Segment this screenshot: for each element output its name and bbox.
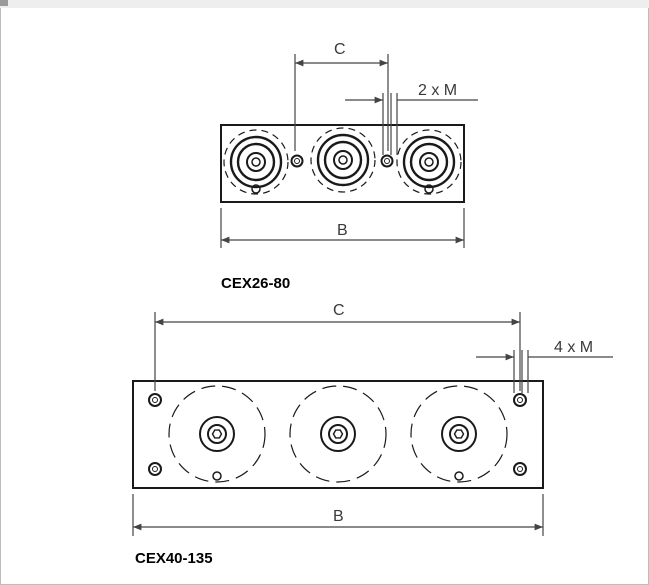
dimension-c bbox=[154, 312, 521, 391]
dimension-c bbox=[294, 54, 389, 151]
dimension-m bbox=[345, 93, 478, 155]
model-caption: CEX26-80 bbox=[221, 275, 290, 292]
dimension-b bbox=[220, 208, 465, 248]
mounting-hole bbox=[148, 393, 162, 407]
top-bar bbox=[0, 0, 649, 8]
connector-unit bbox=[223, 129, 289, 195]
mounting-hole bbox=[148, 462, 162, 476]
dimension-c-label: C bbox=[333, 302, 345, 319]
mounting-hole bbox=[513, 393, 527, 407]
dimension-m-label: 4 x M bbox=[554, 339, 593, 356]
connector-unit bbox=[396, 129, 462, 195]
diagram-cex40-135: C 4 x M B CEX40-135 bbox=[132, 302, 613, 567]
connector-unit bbox=[310, 127, 376, 193]
diagram-cex26-80: C 2 x M B CEX26-80 bbox=[220, 41, 478, 292]
dimension-m bbox=[476, 350, 613, 393]
mounting-hole bbox=[513, 462, 527, 476]
connector-unit bbox=[168, 385, 266, 483]
dimension-c-label: C bbox=[334, 41, 346, 58]
dimension-b bbox=[132, 494, 544, 536]
corner-accent bbox=[0, 0, 8, 6]
dimension-m-label: 2 x M bbox=[418, 82, 457, 99]
dimension-b-label: B bbox=[337, 222, 348, 239]
dimension-b-label: B bbox=[333, 508, 344, 525]
connector-unit bbox=[410, 385, 508, 483]
mounting-hole bbox=[290, 154, 304, 168]
mounting-hole bbox=[380, 154, 394, 168]
block-body bbox=[132, 380, 544, 489]
model-caption: CEX40-135 bbox=[135, 550, 213, 567]
connector-unit bbox=[289, 385, 387, 483]
